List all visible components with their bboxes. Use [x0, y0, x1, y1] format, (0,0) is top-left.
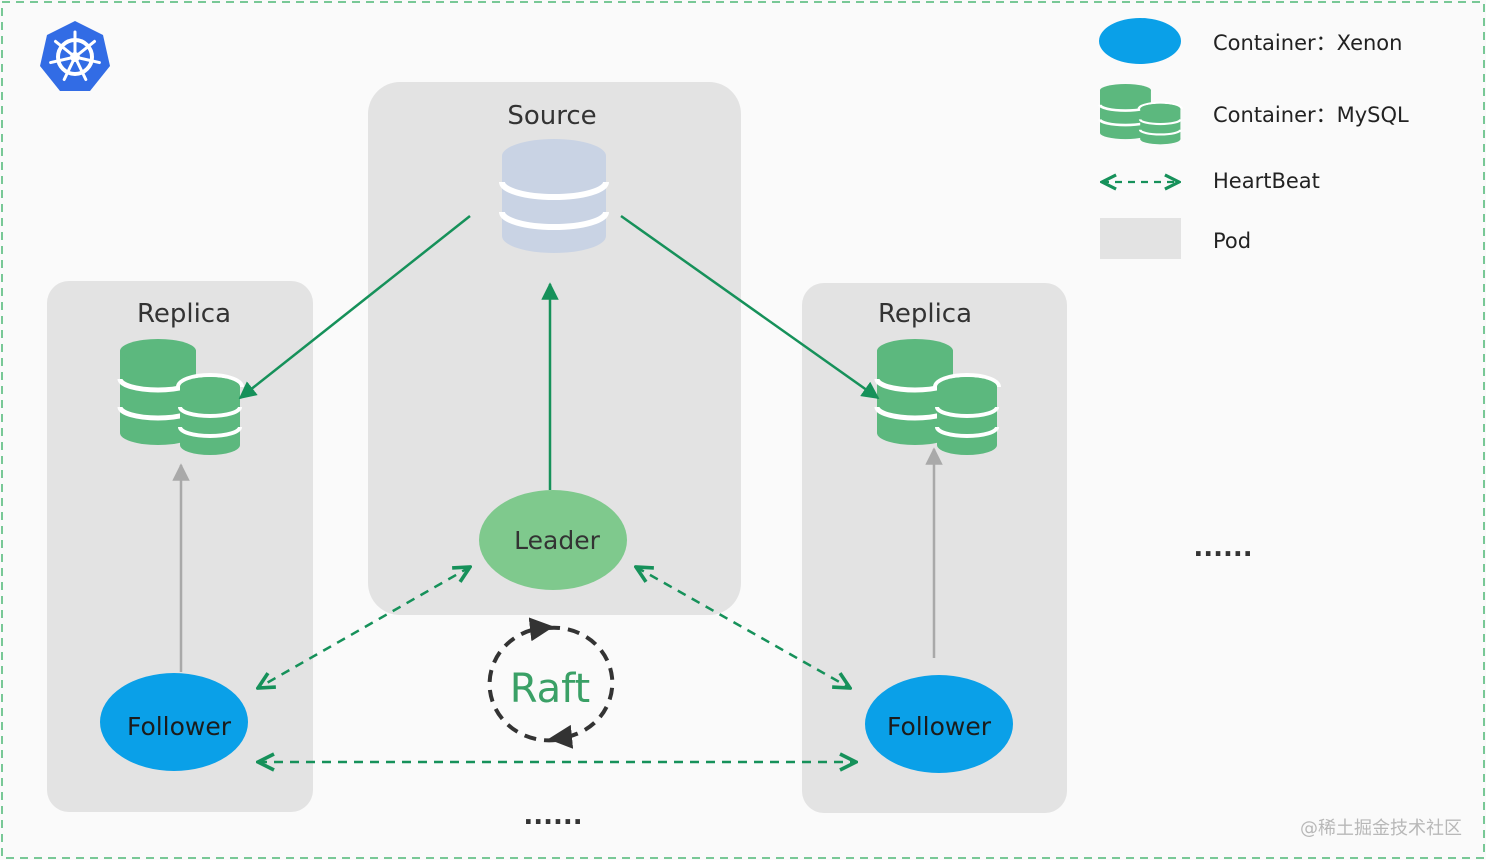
raft-cycle-icon: [487, 617, 615, 749]
leader-node: [479, 490, 627, 590]
watermark: @稀土掘金技术社区: [1300, 818, 1462, 839]
legend-pod-icon: [1100, 218, 1181, 259]
replication-arrow-right: [620, 214, 880, 400]
legend-xenon-icon: [1099, 18, 1181, 64]
replica-left-label: Replica: [137, 299, 231, 329]
follower-right-label: Follower: [887, 712, 992, 741]
heartbeat-leader-left: [258, 567, 470, 688]
replica-right-label: Replica: [878, 299, 972, 329]
source-label: Source: [507, 101, 596, 131]
legend-pod-label: Pod: [1213, 229, 1251, 253]
pod-source: [368, 82, 741, 615]
legend-heartbeat-label: HeartBeat: [1213, 169, 1320, 193]
legend: Container：Xenon Container：MySQL HeartBea…: [1098, 18, 1409, 259]
heartbeat-leader-right: [636, 567, 850, 688]
follower-left-label: Follower: [127, 712, 232, 741]
replication-arrow-left: [238, 215, 471, 400]
legend-xenon-label: Container：Xenon: [1213, 31, 1402, 55]
follower-right-node: [865, 675, 1013, 773]
follower-left-node: [100, 673, 248, 771]
more-pods-bottom: ......: [523, 801, 582, 831]
leader-label: Leader: [514, 526, 600, 555]
legend-mysql-label: Container：MySQL: [1213, 103, 1409, 127]
more-pods-right: ......: [1193, 533, 1252, 563]
kubernetes-logo-icon: [40, 21, 110, 91]
legend-mysql-icon: [1098, 82, 1184, 146]
raft-label: Raft: [510, 666, 591, 712]
source-database-icon: [499, 139, 609, 253]
